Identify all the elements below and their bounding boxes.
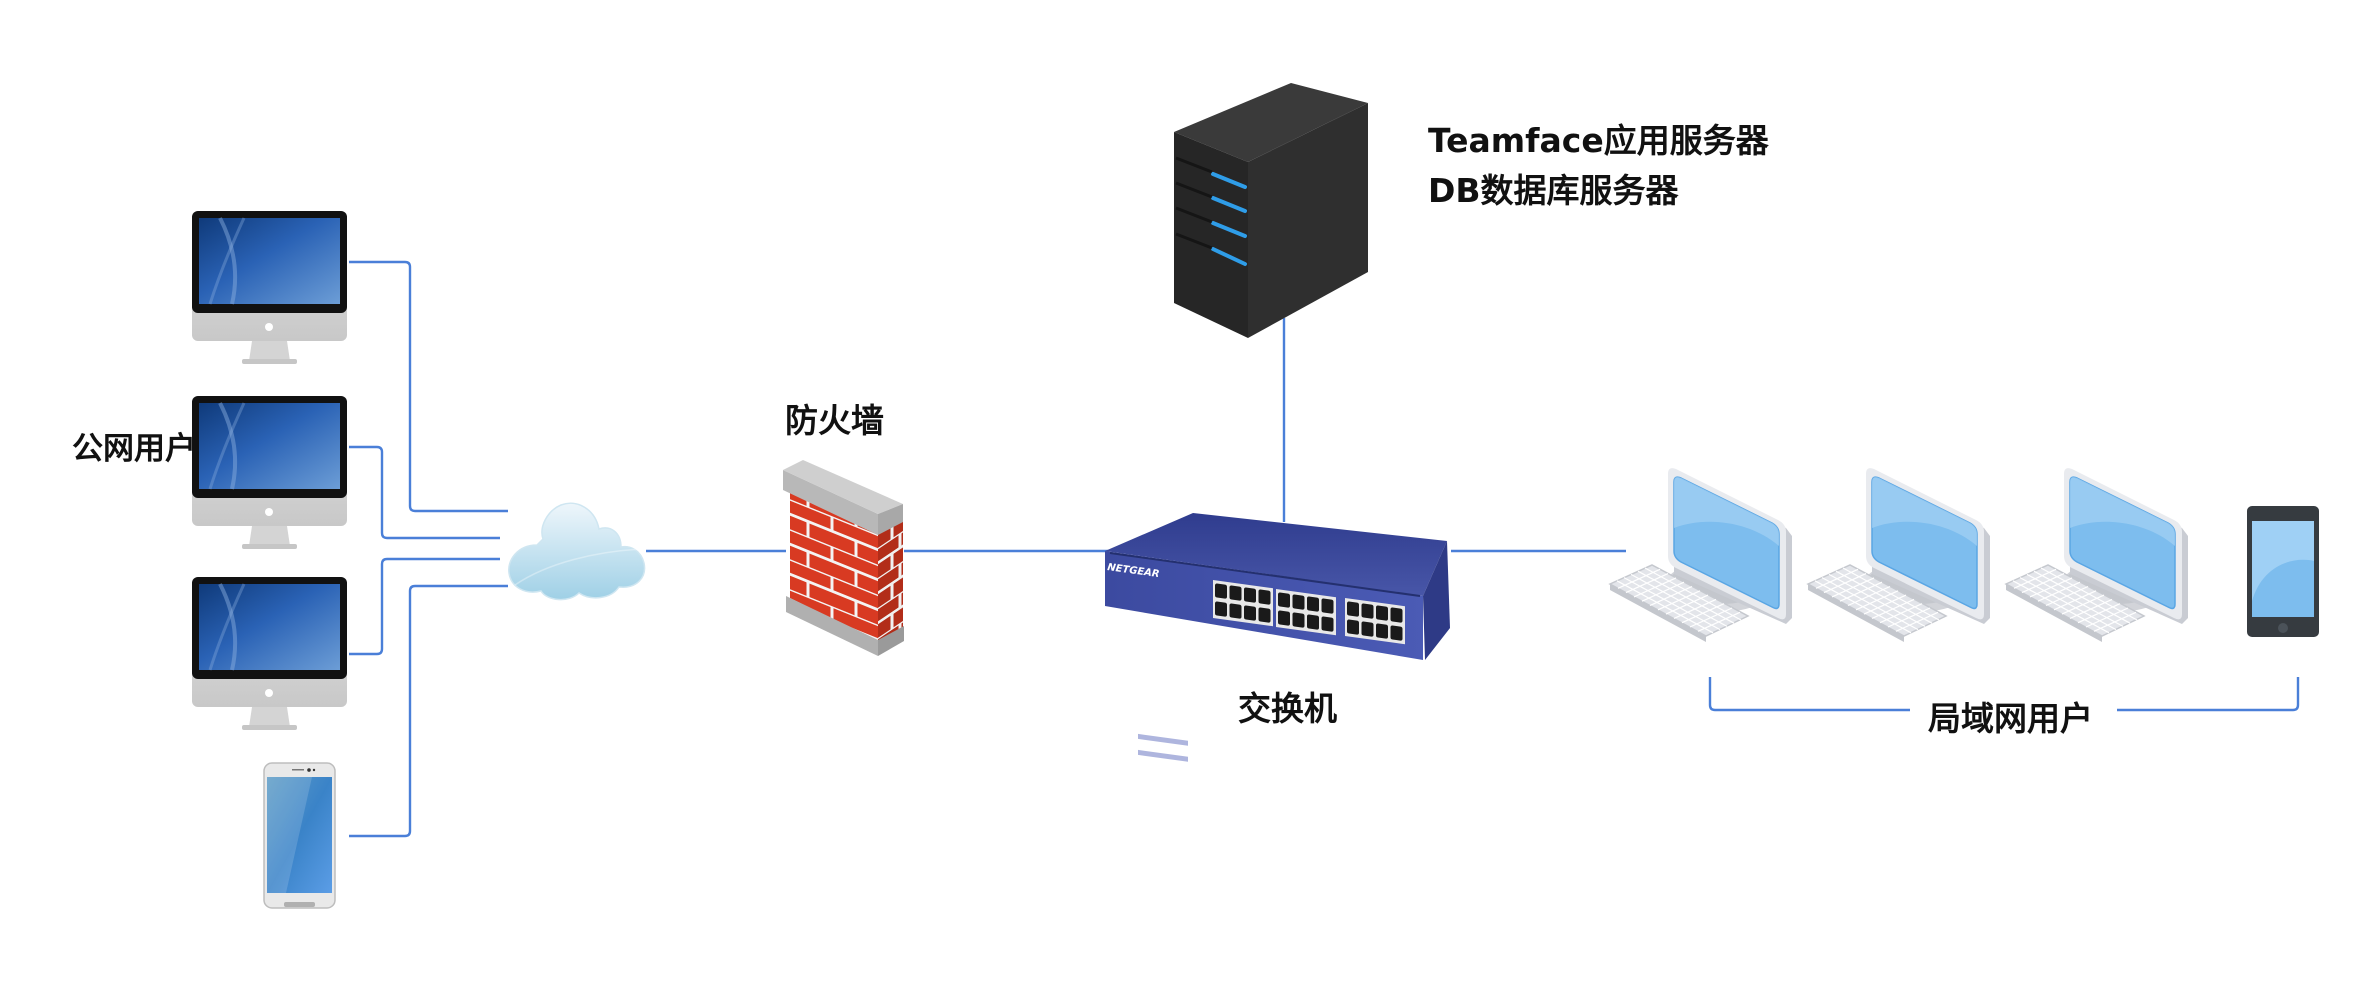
switch-port — [1321, 616, 1334, 632]
switch-label: 交换机 — [1238, 689, 1337, 728]
internet-cloud-icon[interactable] — [508, 502, 646, 601]
public-desktop-1-icon[interactable] — [192, 211, 347, 364]
switch-port — [1258, 607, 1271, 623]
port-block — [1276, 589, 1336, 636]
keyboard-icon — [1608, 564, 1750, 642]
lan-bracket-right — [2117, 677, 2300, 712]
switch-port — [1292, 594, 1305, 610]
lan-computer-3-icon[interactable] — [2004, 468, 2188, 642]
switch-port — [1347, 619, 1359, 635]
link-desktop2-cloud — [349, 445, 500, 540]
public-desktop-2-icon[interactable] — [192, 396, 347, 549]
switch-status-leds — [1138, 733, 1188, 762]
switch-port — [1244, 605, 1256, 621]
switch-icon[interactable]: NETGEAR — [1105, 513, 1450, 762]
switch-port — [1390, 625, 1403, 641]
port-block — [1345, 598, 1405, 645]
lan-users-label: 局域网用户 — [1928, 692, 2093, 740]
lan-phone-icon[interactable] — [2247, 506, 2319, 637]
switch-port — [1229, 603, 1242, 619]
public-users-label: 公网用户 — [72, 431, 196, 467]
switch-port — [1376, 605, 1388, 621]
switch-port — [1307, 596, 1319, 612]
server-label-app: Teamface应用服务器 — [1428, 121, 1769, 160]
public-desktop-3-icon[interactable] — [192, 577, 347, 730]
lan-computer-1-icon[interactable] — [1608, 468, 1792, 642]
switch-port — [1278, 610, 1290, 626]
server-label-db: DB数据库服务器 — [1428, 171, 1679, 210]
switch-port — [1215, 583, 1227, 599]
switch-port — [1292, 612, 1305, 628]
server-icon[interactable] — [1174, 83, 1368, 338]
firewall-label: 防火墙 — [785, 401, 884, 440]
switch-port — [1390, 607, 1403, 623]
keyboard-icon — [2004, 564, 2146, 642]
switch-port — [1361, 603, 1374, 619]
firewall-icon[interactable] — [783, 460, 904, 656]
link-desktop1-cloud — [349, 260, 508, 513]
lan-computer-2-icon[interactable] — [1806, 468, 1990, 642]
link-phone-cloud — [349, 584, 508, 838]
switch-port — [1215, 601, 1227, 617]
lan-bracket-left — [1708, 677, 1910, 712]
switch-port — [1229, 585, 1242, 601]
switch-port — [1258, 589, 1271, 605]
switch-port — [1361, 621, 1374, 637]
switch-port — [1347, 601, 1359, 617]
switch-port — [1244, 587, 1256, 603]
keyboard-icon — [1806, 564, 1948, 642]
switch-port — [1321, 598, 1334, 614]
link-desktop3-cloud — [349, 557, 500, 656]
switch-ports — [1138, 580, 1405, 762]
switch-port — [1278, 592, 1290, 608]
port-block — [1213, 580, 1273, 627]
server-label: Teamface应用服务器 DB数据库服务器 — [1428, 116, 1769, 216]
public-phone-icon[interactable] — [263, 762, 336, 909]
switch-port — [1376, 623, 1388, 639]
server-led-indicators — [1211, 172, 1247, 266]
switch-port — [1307, 614, 1319, 630]
